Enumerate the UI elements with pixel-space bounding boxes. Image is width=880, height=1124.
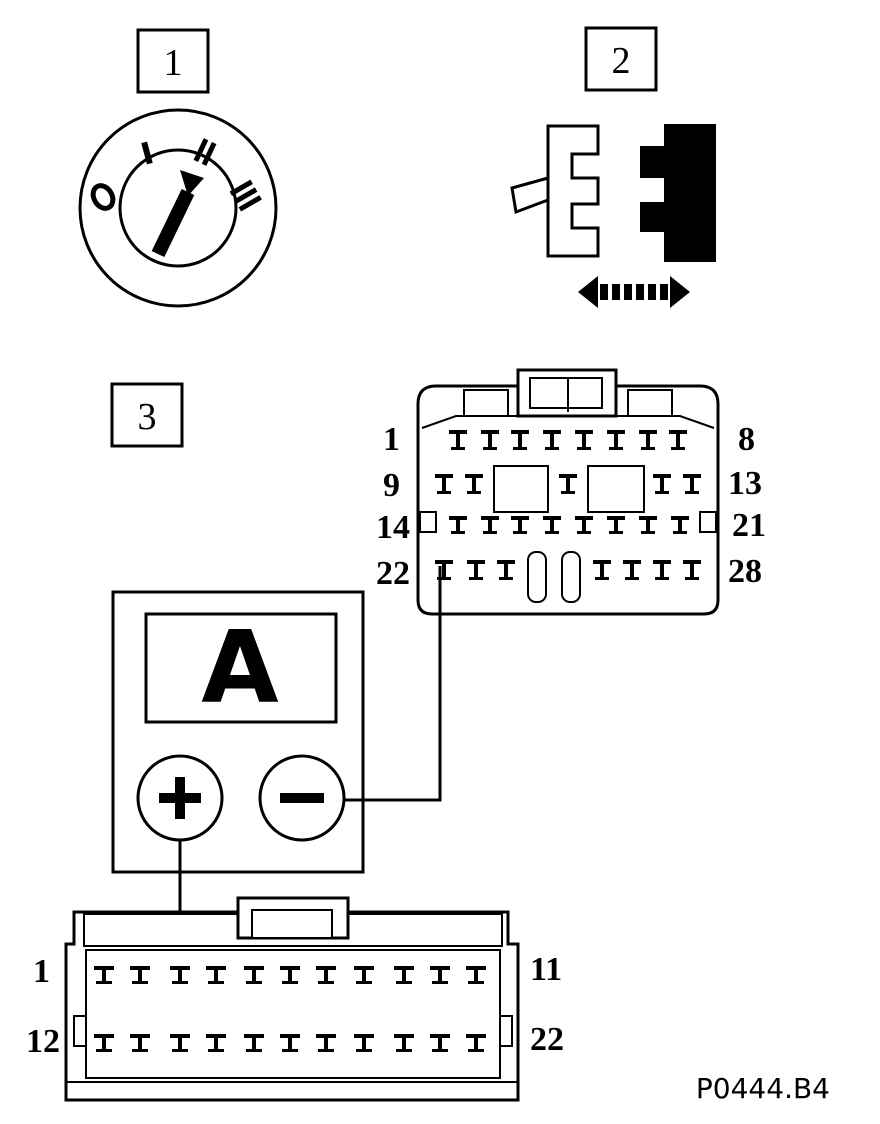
pin-28: [653, 474, 671, 494]
pin-28: [511, 430, 529, 450]
step-1-box: 1: [136, 28, 210, 94]
pin-28: [435, 474, 453, 494]
key-arrow-icon: [151, 170, 204, 258]
pin-label-28: 28: [728, 553, 762, 590]
connector-disconnect-illustration: [510, 124, 716, 308]
pin-22: [430, 1034, 450, 1052]
plug-female-icon: [546, 124, 600, 258]
pin-28: [559, 474, 577, 494]
pin-22: [394, 966, 414, 984]
step-3-box: 3: [110, 382, 184, 448]
pin-22: [466, 1034, 486, 1052]
pin-label-13: 13: [728, 465, 762, 502]
ignition-position-0-icon: [90, 183, 116, 211]
step-2-box: 2: [584, 26, 658, 92]
pin-28: [623, 560, 641, 580]
pin-28: [481, 516, 499, 534]
step-2-label: 2: [612, 40, 631, 82]
minus-icon: [280, 793, 324, 803]
pin-28: [543, 516, 561, 534]
ignition-switch: [78, 108, 278, 308]
pin-28: [607, 430, 625, 450]
ammeter-symbol: A: [201, 609, 278, 726]
pin-28: [683, 474, 701, 494]
pin-22: [130, 966, 150, 984]
pin-22: [394, 1034, 414, 1052]
connector-22-way: [64, 896, 520, 1102]
pin-28: [481, 430, 499, 450]
pin-28: [435, 560, 453, 580]
step-3-label: 3: [138, 396, 157, 438]
pin-28: [575, 430, 593, 450]
pin-22: [94, 966, 114, 984]
pin-label-21: 21: [732, 507, 766, 544]
pin-28: [653, 560, 671, 580]
plug-tab-icon: [510, 176, 550, 215]
pin-22: [244, 1034, 264, 1052]
pin-22: [206, 1034, 226, 1052]
figure-reference: P0444.B4: [696, 1072, 830, 1105]
pin-22: [316, 966, 336, 984]
negative-lead: [344, 566, 442, 802]
pin-label-11-lower: 11: [530, 951, 562, 988]
ignition-position-1-icon: [141, 141, 153, 165]
ignition-position-2-icon: [193, 138, 217, 166]
ammeter: A: [111, 590, 365, 874]
pin-22: [94, 1034, 114, 1052]
pin-label-1: 1: [383, 421, 400, 458]
connector-28-way: [416, 368, 720, 616]
pin-22: [316, 1034, 336, 1052]
pin-28: [639, 430, 657, 450]
pin-28: [467, 560, 485, 580]
pin-22: [170, 1034, 190, 1052]
pin-22: [206, 966, 226, 984]
pin-28: [543, 430, 561, 450]
plug-male-icon: [640, 124, 716, 262]
pin-22: [244, 966, 264, 984]
pin-28: [497, 560, 515, 580]
pin-28: [449, 516, 467, 534]
pin-22: [430, 966, 450, 984]
pin-22: [466, 966, 486, 984]
pin-label-12-lower: 12: [26, 1023, 60, 1060]
pin-28: [683, 560, 701, 580]
step-1-label: 1: [164, 42, 183, 84]
ammeter-display: [144, 612, 338, 724]
pin-28: [669, 430, 687, 450]
pin-28: [511, 516, 529, 534]
pin-22: [354, 1034, 374, 1052]
pin-28: [575, 516, 593, 534]
pin-label-22-lower: 22: [530, 1021, 564, 1058]
pin-28: [607, 516, 625, 534]
pin-28: [465, 474, 483, 494]
ignition-position-3-icon: [229, 179, 262, 212]
pin-label-1-lower: 1: [33, 953, 50, 990]
connector-28-pins: [435, 430, 701, 580]
pin-label-9: 9: [383, 467, 400, 504]
connector-22-pins: [94, 966, 486, 1052]
pin-label-14: 14: [376, 509, 410, 546]
pin-28: [593, 560, 611, 580]
pin-22: [170, 966, 190, 984]
pin-label-22: 22: [376, 555, 410, 592]
pin-22: [130, 1034, 150, 1052]
pin-28: [671, 516, 689, 534]
pin-28: [639, 516, 657, 534]
pin-label-8: 8: [738, 421, 755, 458]
pin-22: [354, 966, 374, 984]
pin-22: [280, 1034, 300, 1052]
double-arrow-icon: [578, 276, 690, 308]
pin-22: [280, 966, 300, 984]
pin-28: [449, 430, 467, 450]
